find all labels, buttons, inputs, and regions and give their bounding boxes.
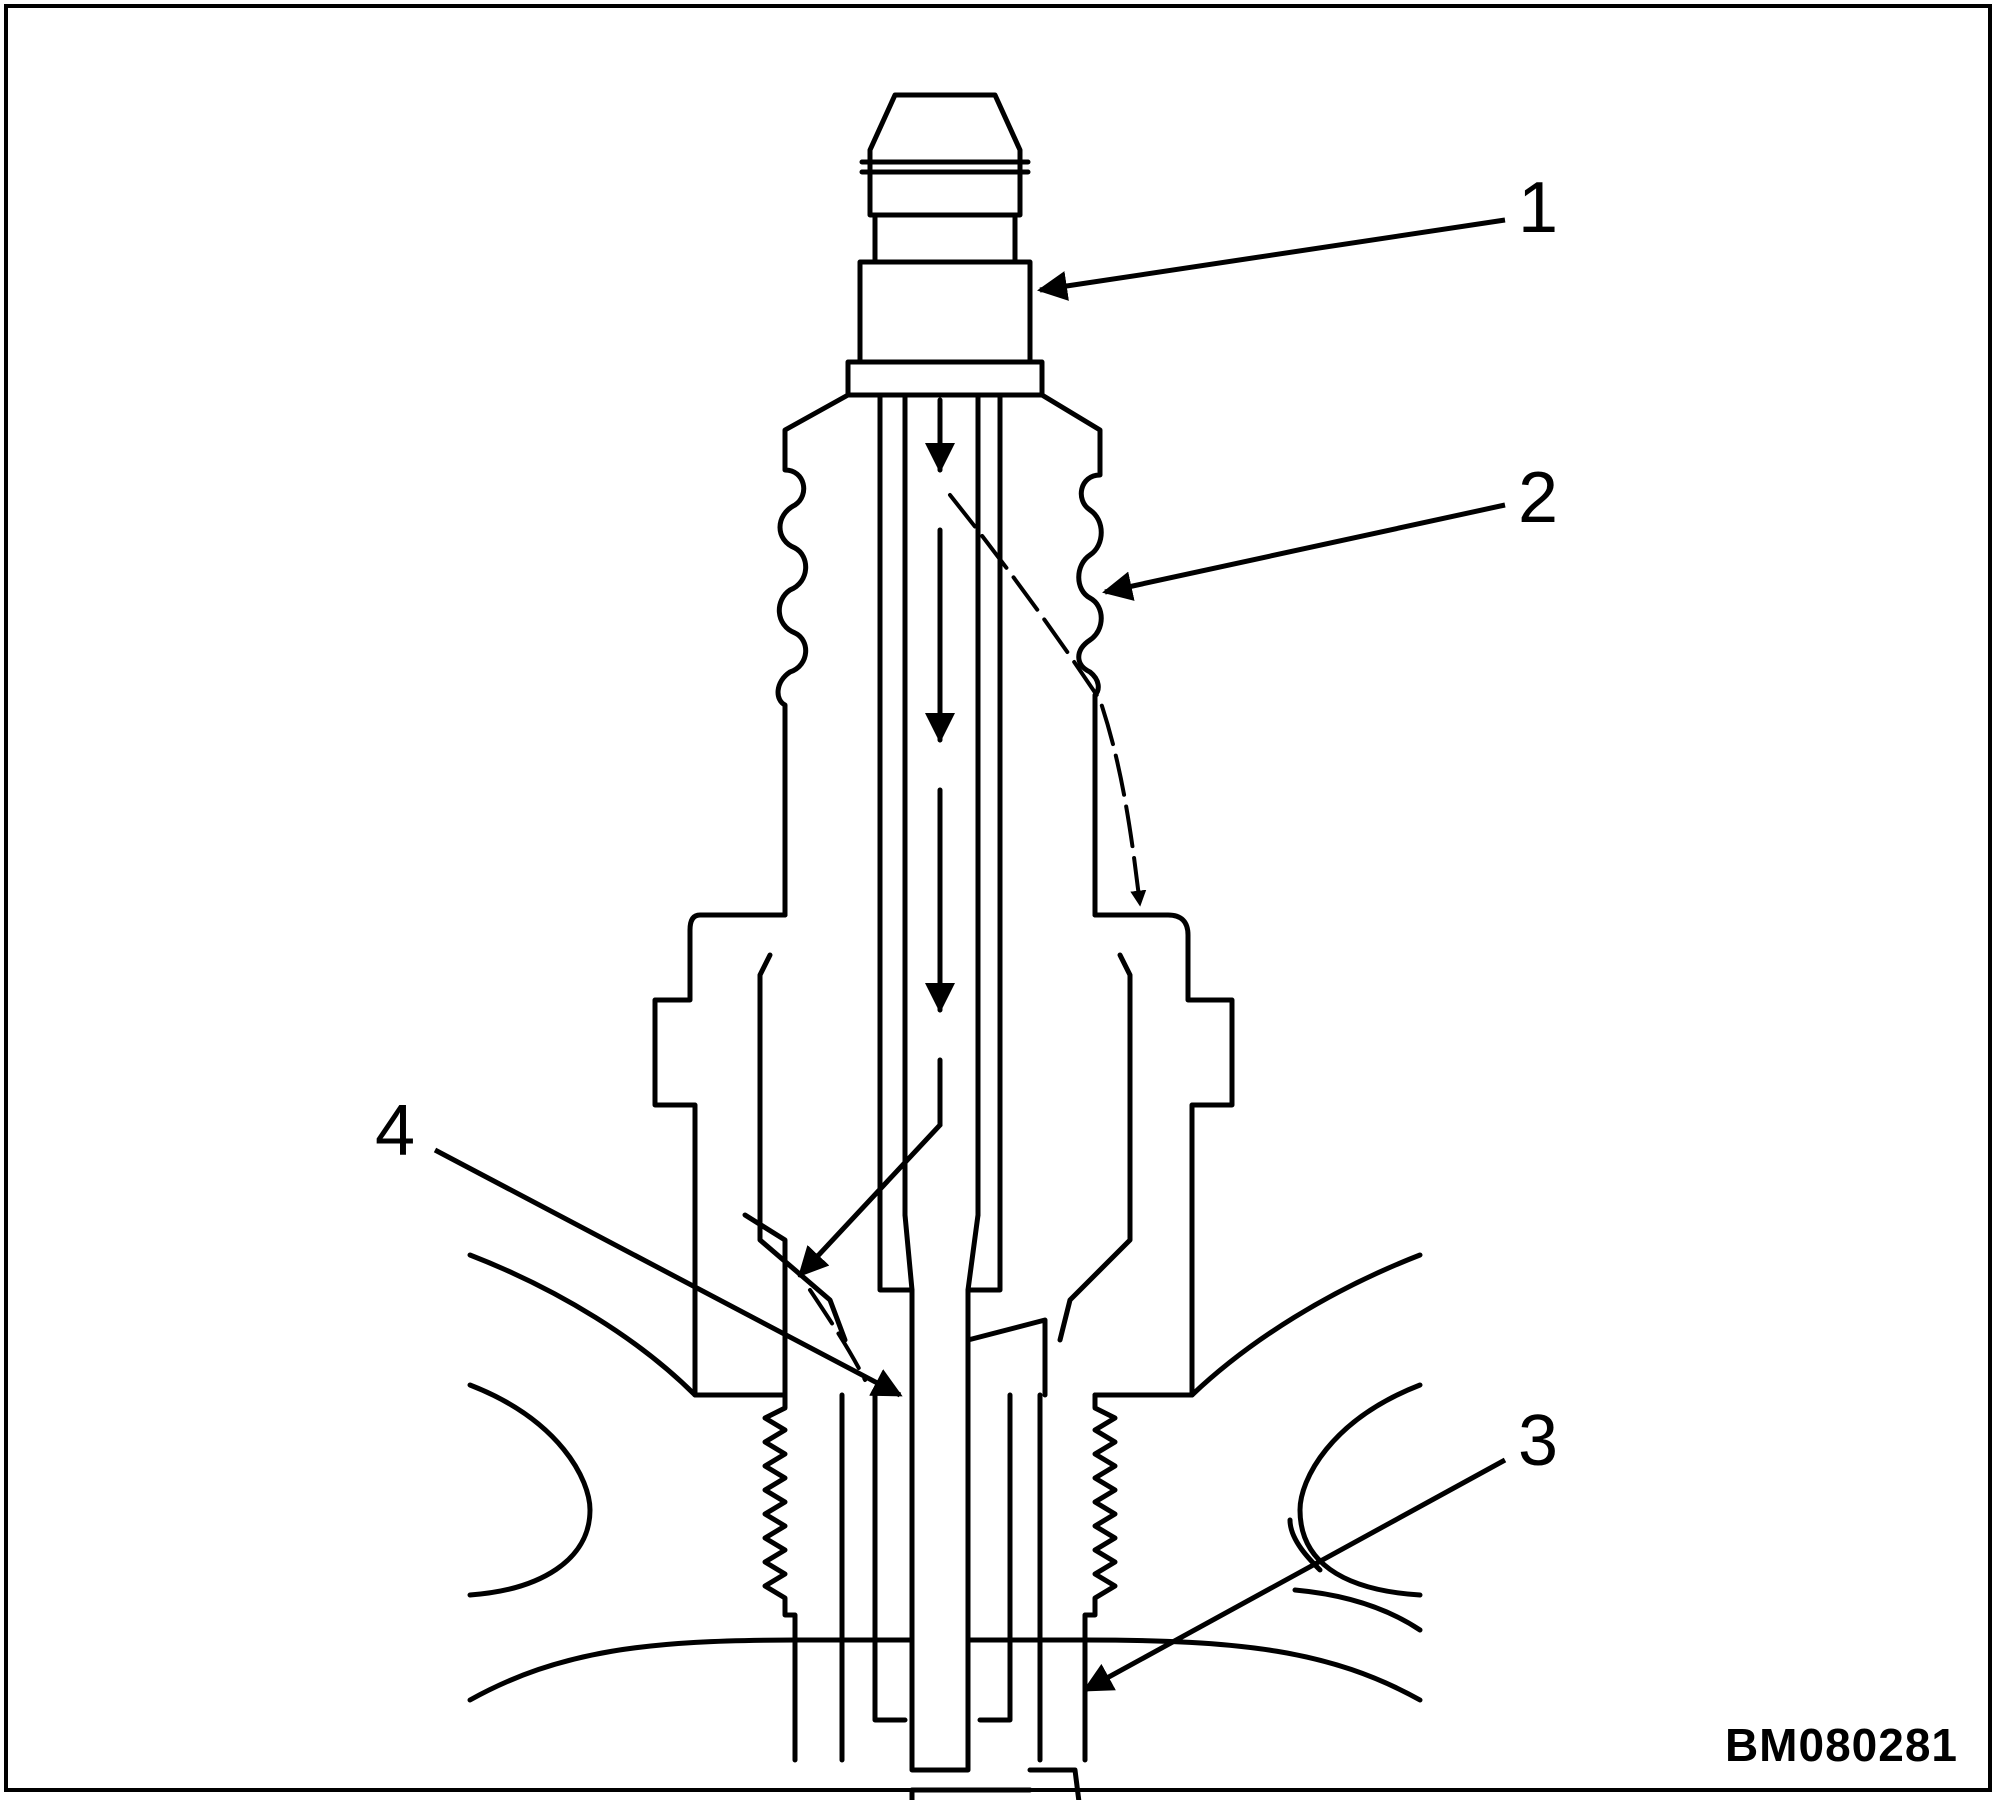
terminal-body [872,212,1018,265]
callout-2: 2 [1518,458,1559,538]
terminal-cap [867,92,1023,218]
callout-1: 1 [1518,168,1559,248]
ground-electrode [909,1767,1082,1800]
electrode-tip [909,1392,971,1773]
leader-2 [1102,502,1506,601]
leader-1 [1037,217,1506,301]
cylinder-head-right-lower [1297,1382,1423,1598]
thread-left [762,1392,798,1763]
insulator-left [775,392,851,918]
thread-right [1082,1392,1118,1763]
chamber-floor [467,1637,915,1703]
leader-3 [1082,1457,1507,1693]
callout-3: 3 [1518,1401,1559,1481]
shell-left [652,912,788,1398]
callout-4: 4 [375,1091,416,1171]
cylinder-head-right-upper [1189,1252,1423,1398]
terminal-base [857,259,1033,365]
shell-right [1092,912,1235,1398]
cylinder-head-left-upper [467,1252,698,1398]
figure-id: BM080281 [1724,1719,1958,1771]
leader-4 [433,1147,903,1398]
insulator-right [1039,392,1104,918]
cylinder-head-left-lower [467,1382,593,1598]
